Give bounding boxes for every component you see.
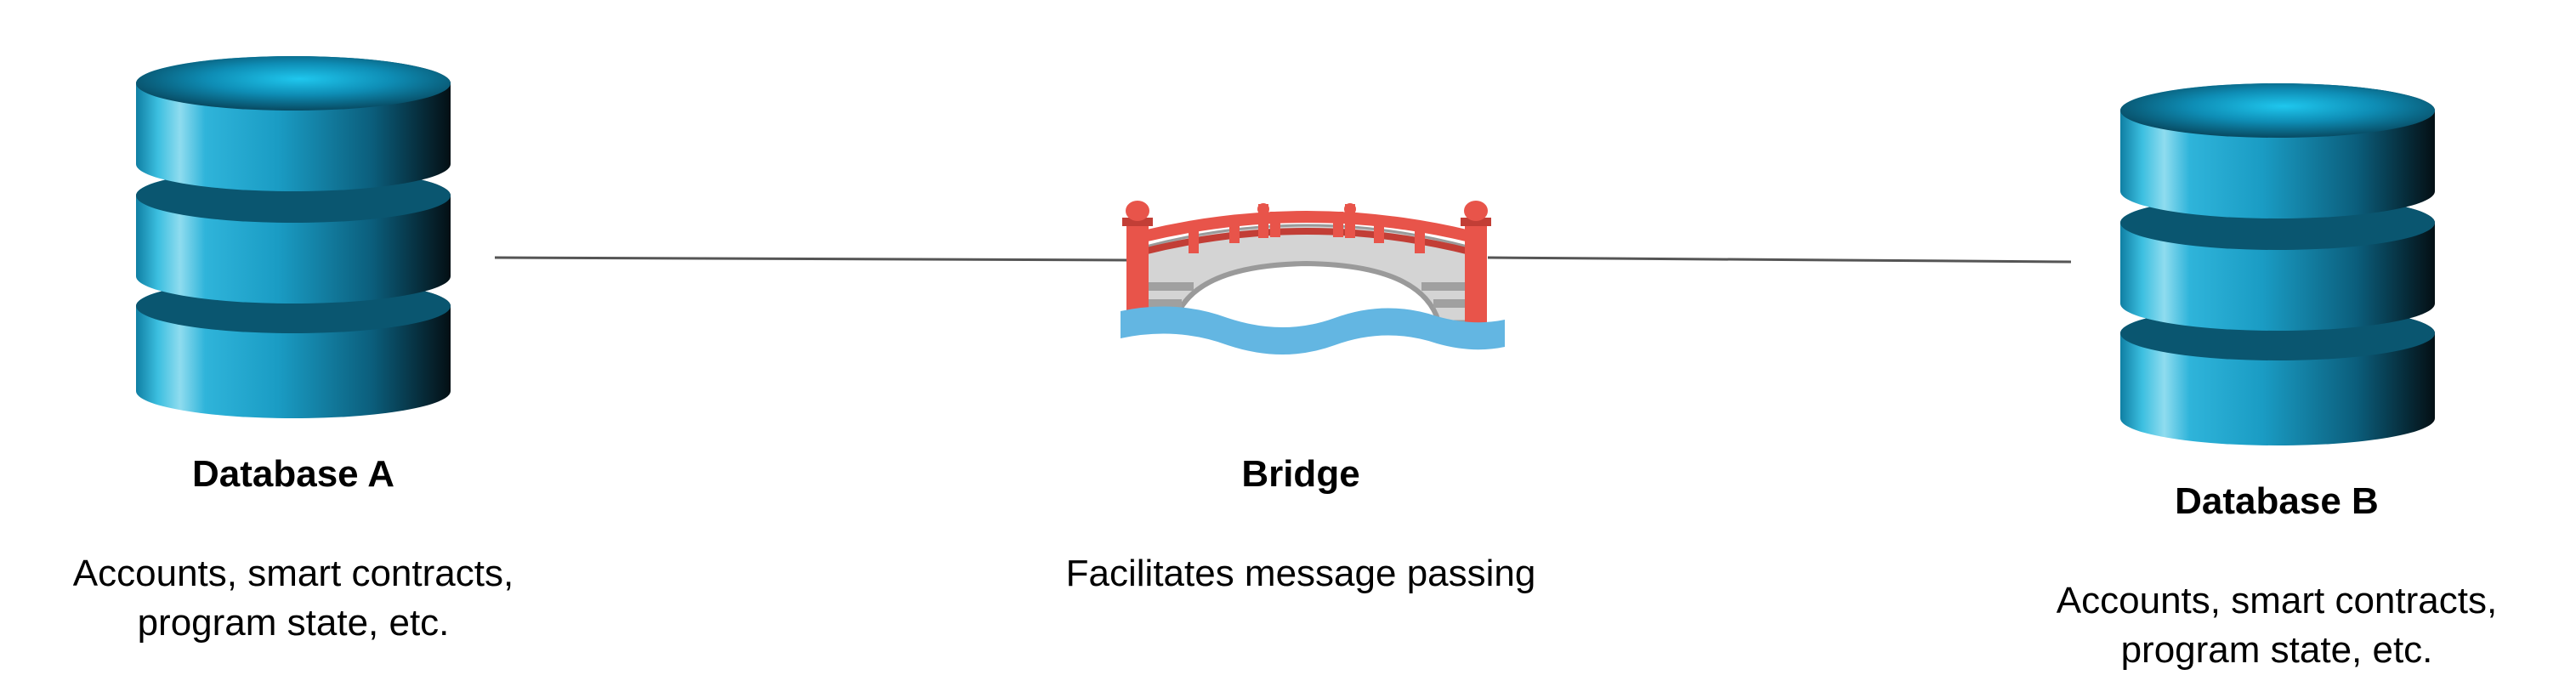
bridge-title: Bridge	[1241, 453, 1360, 495]
database-a-description: Accounts, smart contracts, program state…	[0, 549, 591, 648]
bridge-description: Facilitates message passing	[1003, 549, 1598, 598]
database-b-description-line: program state, etc.	[2120, 629, 2433, 671]
connector-a-bridge	[494, 256, 1127, 262]
database-a-description-line: program state, etc.	[137, 602, 450, 644]
database-a-description-line: Accounts, smart contracts,	[72, 553, 514, 594]
bridge-description-line: Facilitates message passing	[1065, 553, 1536, 594]
connector-bridge-b	[1487, 256, 2072, 264]
database-b-title: Database B	[2175, 480, 2379, 522]
database-icon	[136, 56, 451, 418]
database-icon	[2120, 83, 2435, 445]
database-b-description: Accounts, smart contracts, program state…	[1979, 576, 2574, 675]
database-a-title: Database A	[191, 453, 395, 495]
bridge-icon	[1121, 201, 1505, 355]
database-b-description-line: Accounts, smart contracts,	[2056, 580, 2498, 621]
